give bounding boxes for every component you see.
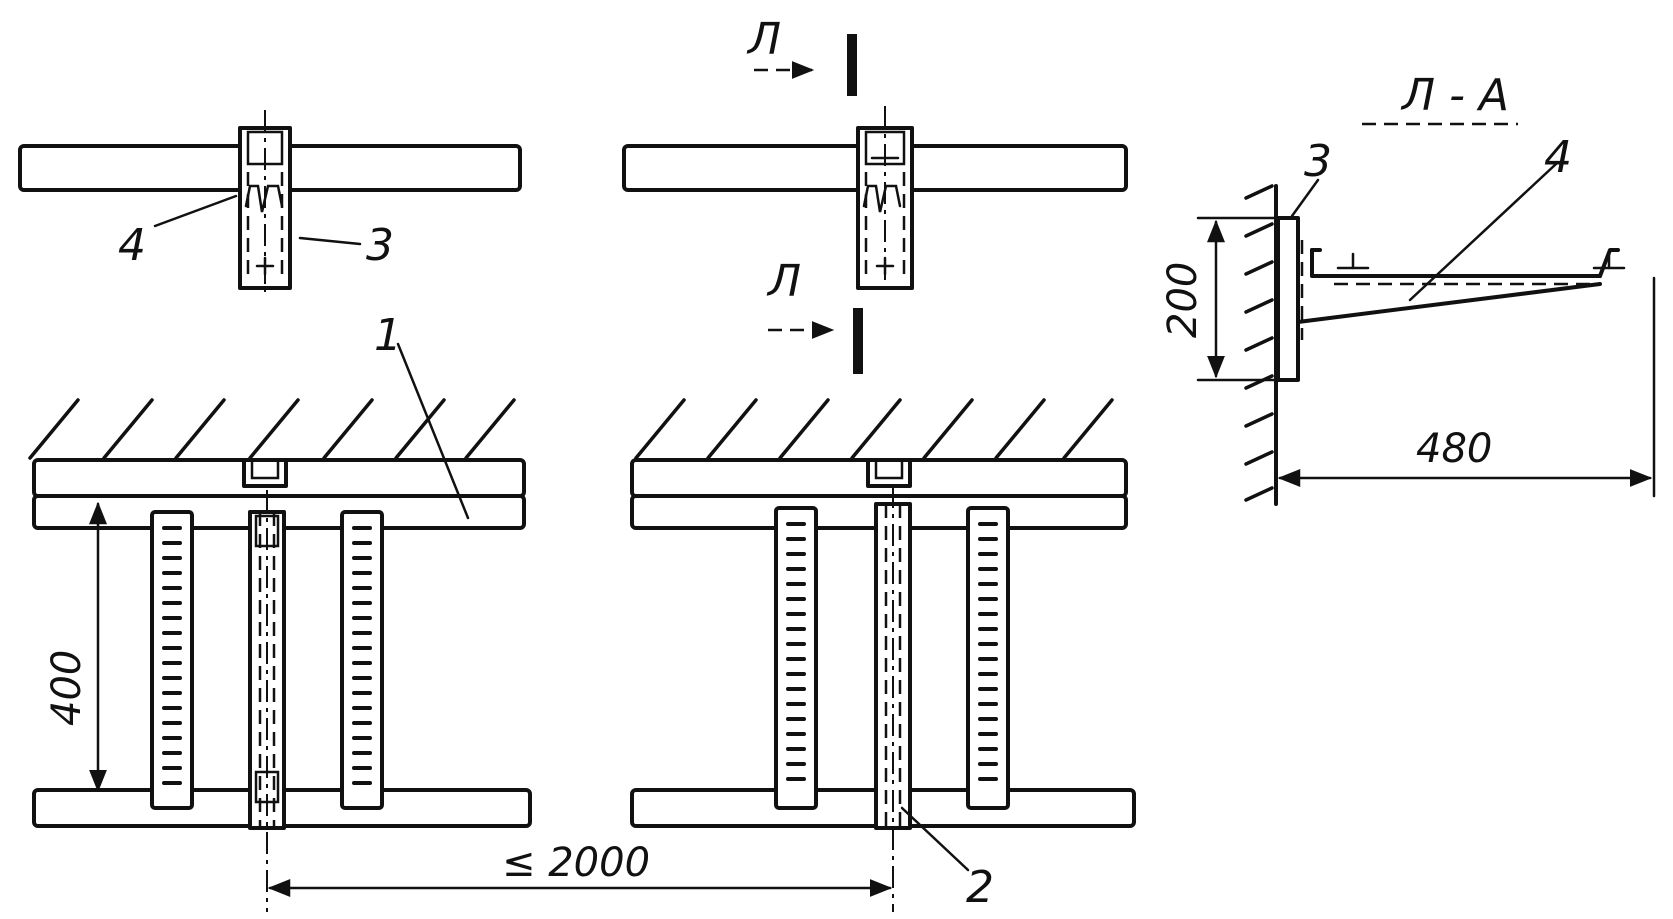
section-a-a: Л - А 4 3 bbox=[1160, 70, 1656, 506]
dim-spacing-text: ≤ 2000 bbox=[502, 840, 650, 886]
label-2: 2 bbox=[966, 862, 994, 913]
section-cut-marks: Л Л bbox=[746, 14, 863, 374]
perforated-strip-left-b bbox=[340, 510, 384, 810]
label-1: 1 bbox=[374, 310, 402, 361]
label-3-section: 3 bbox=[1304, 136, 1332, 187]
bottom-middle-tray-view: 2 bbox=[630, 398, 1136, 913]
bottom-left-tray-view: 1 400 bbox=[28, 310, 532, 912]
wall-hatch-left bbox=[28, 398, 516, 460]
dim-bracket-height: 200 bbox=[1160, 262, 1206, 338]
wall-hatch-middle bbox=[634, 398, 1114, 460]
strip-slots-middle bbox=[786, 522, 998, 781]
section-mark-top: Л bbox=[746, 14, 781, 65]
top-left-plan-view: 4 3 bbox=[18, 110, 522, 292]
section-mark-bottom: Л bbox=[766, 256, 801, 307]
strip-slots-left bbox=[162, 526, 372, 785]
perforated-strip-left-a bbox=[150, 510, 194, 810]
label-3-top: 3 bbox=[366, 220, 394, 271]
dim-support-spacing: ≤ 2000 bbox=[267, 840, 893, 897]
dim-bracket-reach: 480 bbox=[1416, 426, 1492, 472]
section-title: Л - А bbox=[1400, 70, 1509, 121]
wall-section bbox=[1244, 184, 1278, 506]
top-middle-plan-view bbox=[622, 106, 1128, 292]
label-4-top: 4 bbox=[118, 220, 146, 271]
label-4-section: 4 bbox=[1544, 132, 1572, 183]
dim-tray-width: 400 bbox=[44, 650, 90, 726]
